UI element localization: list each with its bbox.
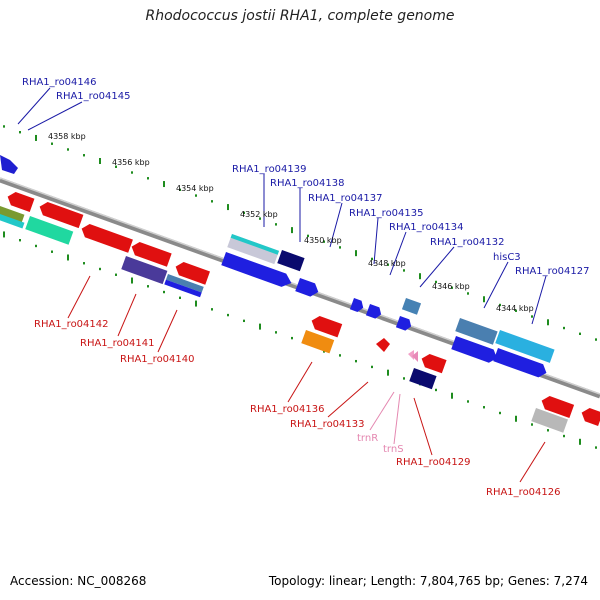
gene-reverse-i[interactable] [579, 406, 600, 426]
gene-ro04126[interactable] [531, 408, 568, 433]
label-ro04136[interactable]: RHA1_ro04136 [250, 404, 325, 415]
gene-ro04137[interactable] [295, 278, 320, 299]
gene-ro04140[interactable] [165, 274, 204, 293]
label-ro04145[interactable]: RHA1_ro04145 [56, 91, 131, 102]
leader-ro04140 [157, 309, 178, 353]
tick-label: 4356 kbp [112, 158, 150, 167]
leader-ro04142 [67, 275, 91, 319]
gene-ro04139[interactable] [227, 234, 280, 265]
leader-ro04127 [531, 275, 547, 325]
leader-ro04145 [27, 101, 83, 131]
gene-ro04139-stripe [230, 234, 280, 255]
label-ro04139[interactable]: RHA1_ro04139 [232, 164, 307, 175]
label-ro04146[interactable]: RHA1_ro04146 [22, 77, 97, 88]
gene-ro04135[interactable] [349, 298, 365, 313]
leader-trnS [393, 393, 401, 445]
forward-tick-track [3, 125, 597, 341]
tick-labels: 4358 kbp 4356 kbp 4354 kbp 4352 kbp 4350… [48, 132, 534, 313]
gene-reverse-a[interactable] [5, 190, 35, 212]
tick-label: 4350 kbp [304, 236, 342, 245]
label-trnR[interactable]: trnR [357, 433, 378, 444]
forward-gene-labels: RHA1_ro04146 RHA1_ro04145 RHA1_ro04139 R… [22, 77, 590, 277]
gene-ro04140-stripe [164, 279, 202, 298]
genome-summary-text: Topology: linear; Length: 7,804,765 bp; … [268, 574, 588, 588]
tick-label: 4358 kbp [48, 132, 86, 141]
reverse-genes [0, 190, 600, 433]
gene-reverse-c[interactable] [79, 222, 133, 253]
gene-ro04138[interactable] [277, 250, 305, 272]
label-ro04133[interactable]: RHA1_ro04133 [290, 419, 365, 430]
leader-ro04126 [519, 441, 546, 483]
leader-hisC3 [483, 261, 509, 309]
label-ro04137[interactable]: RHA1_ro04137 [308, 193, 383, 204]
gene-trnR[interactable] [408, 350, 414, 360]
gene-reverse-h[interactable] [539, 394, 575, 419]
tick-label: 4352 kbp [240, 210, 278, 219]
leader-ro04129 [413, 397, 433, 456]
leader-ro04136 [287, 361, 313, 403]
tick-label: 4344 kbp [496, 304, 534, 313]
label-ro04142[interactable]: RHA1_ro04142 [34, 319, 109, 330]
map-title: Rhodococcus jostii RHA1, complete genome [145, 8, 455, 24]
gene-reverse-e[interactable] [173, 260, 210, 285]
tick-label: 4348 kbp [368, 259, 406, 268]
gene-reverse-f[interactable] [309, 314, 343, 338]
tick-label: 4346 kbp [432, 282, 470, 291]
leader-ro04132 [419, 246, 455, 288]
gene-hisC3[interactable] [455, 318, 498, 345]
label-ro04126[interactable]: RHA1_ro04126 [486, 487, 561, 498]
gene-forward-b[interactable] [221, 252, 293, 290]
gene-ro04127[interactable] [495, 330, 555, 363]
gene-ro04141[interactable] [121, 256, 168, 285]
leader-ro04146 [17, 87, 51, 125]
reverse-gene-labels: RHA1_ro04142 RHA1_ro04141 RHA1_ro04140 R… [34, 319, 561, 498]
gene-ro04136[interactable] [301, 330, 335, 354]
label-hisC3[interactable]: hisC3 [493, 252, 521, 263]
leader-ro04133 [327, 381, 369, 418]
label-ro04129[interactable]: RHA1_ro04129 [396, 457, 471, 468]
gene-reverse-green[interactable] [25, 216, 74, 245]
leader-lines [17, 87, 547, 483]
gene-reverse-b[interactable] [37, 200, 84, 229]
label-ro04138[interactable]: RHA1_ro04138 [270, 178, 345, 189]
tick-label: 4354 kbp [176, 184, 214, 193]
gene-reverse-g[interactable] [419, 352, 447, 374]
label-ro04127[interactable]: RHA1_ro04127 [515, 266, 590, 277]
gene-ro04133[interactable] [376, 338, 390, 352]
gene-forward-c[interactable] [395, 316, 413, 332]
gene-forward-d[interactable] [451, 336, 499, 365]
accession-text: Accession: NC_008268 [10, 574, 147, 588]
gene-forward[interactable] [0, 155, 18, 174]
leader-ro04135 [373, 217, 379, 265]
leader-ro04141 [117, 293, 137, 337]
label-ro04141[interactable]: RHA1_ro04141 [80, 338, 155, 349]
label-ro04132[interactable]: RHA1_ro04132 [430, 237, 505, 248]
label-ro04134[interactable]: RHA1_ro04134 [389, 222, 464, 233]
gene-ro04132[interactable] [401, 298, 422, 315]
leader-trnR [369, 391, 395, 431]
label-trnS[interactable]: trnS [383, 444, 404, 455]
gene-reverse-d[interactable] [129, 240, 172, 267]
gene-forward-e[interactable] [493, 348, 549, 379]
gene-reverse-olive[interactable] [0, 206, 25, 225]
gene-trnS[interactable] [412, 351, 418, 362]
label-ro04140[interactable]: RHA1_ro04140 [120, 354, 195, 365]
gene-ro04129[interactable] [409, 368, 437, 390]
gene-ro04134[interactable] [365, 304, 383, 320]
forward-genes [0, 155, 555, 379]
leader-ro04134 [389, 231, 407, 276]
leader-ro04137 [329, 202, 343, 248]
gene-reverse-teal[interactable] [0, 214, 25, 229]
label-ro04135[interactable]: RHA1_ro04135 [349, 208, 424, 219]
